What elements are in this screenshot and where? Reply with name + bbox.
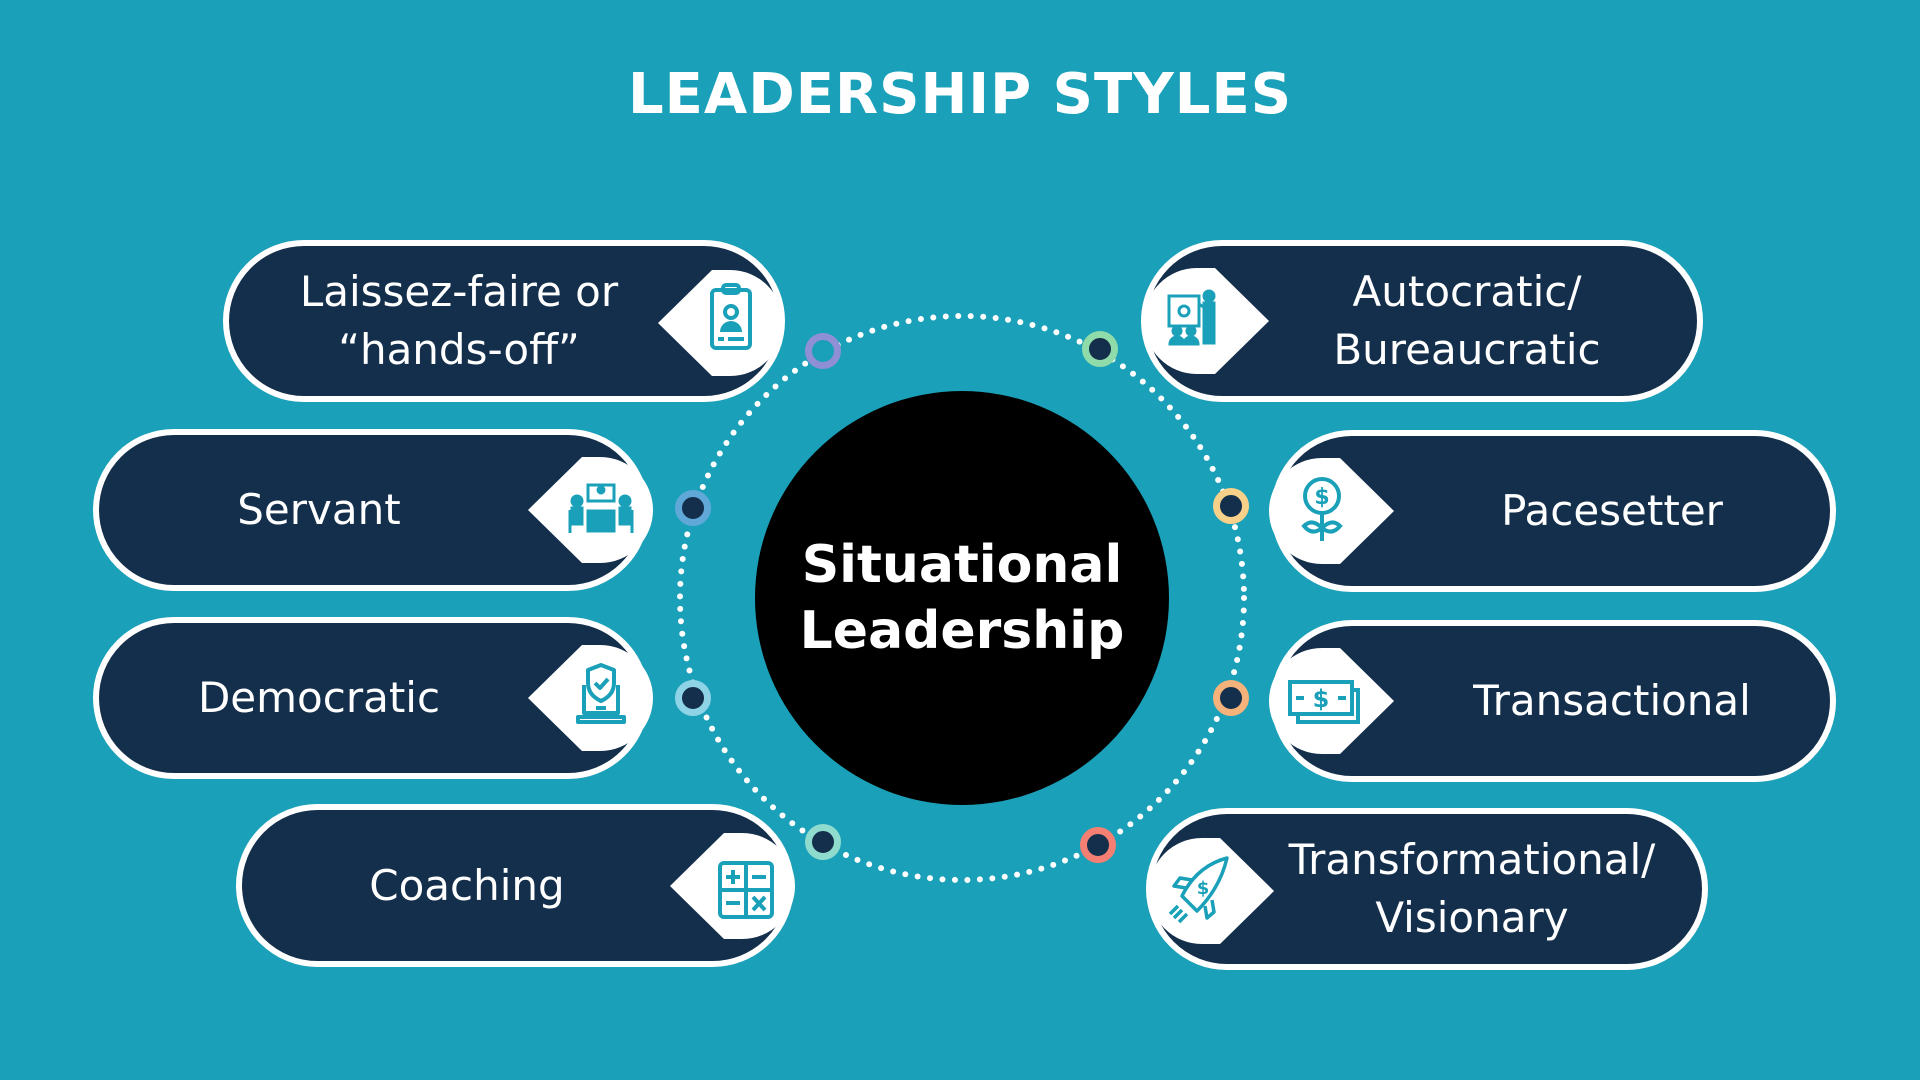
tag-democratic <box>528 645 653 751</box>
svg-text:$: $ <box>1314 485 1329 510</box>
center-title-line1: Situational <box>801 535 1123 595</box>
id-badge-icon <box>710 283 752 350</box>
style-label: Transformational/ Visionary <box>1288 835 1656 942</box>
meeting-table-icon <box>568 483 634 533</box>
center-hub: Situational Leadership <box>755 391 1169 805</box>
node-autocratic <box>1082 331 1118 367</box>
tag-coaching <box>670 833 795 939</box>
tag-autocratic <box>1144 268 1269 374</box>
node-transactional <box>1213 680 1249 716</box>
tag-pacesetter: $ <box>1269 458 1394 564</box>
tag-servant <box>528 457 653 563</box>
style-label: Autocratic/ Bureaucratic <box>1333 267 1601 374</box>
style-label: Laissez-faire or “hands-off” <box>299 267 619 374</box>
node-transformational <box>1080 827 1116 863</box>
calculator-icon <box>718 861 774 919</box>
presenter-icon <box>1167 289 1216 346</box>
node-servant <box>675 490 711 526</box>
laptop-shield-icon <box>576 663 626 724</box>
style-label: Transactional <box>1473 676 1751 725</box>
rocket-dollar-icon: $ <box>1168 856 1229 924</box>
page-title: LEADERSHIP STYLES <box>627 62 1293 127</box>
node-pacesetter <box>1213 488 1249 524</box>
style-label: Pacesetter <box>1501 486 1723 535</box>
node-laissez-faire <box>805 333 841 369</box>
node-coaching <box>805 824 841 860</box>
tag-transactional: $ <box>1269 648 1394 754</box>
cash-bills-icon: $ <box>1288 680 1360 724</box>
svg-text:$: $ <box>1313 685 1330 713</box>
style-label: Servant <box>237 485 401 534</box>
tag-transformational: $ <box>1149 838 1274 944</box>
svg-text:$: $ <box>1197 878 1210 899</box>
node-democratic <box>675 680 711 716</box>
style-label: Democratic <box>197 673 441 722</box>
tag-laissez-faire <box>658 270 783 376</box>
money-plant-icon: $ <box>1301 477 1343 541</box>
style-label: Coaching <box>369 860 565 910</box>
style-card-coaching[interactable]: Coaching <box>236 804 794 967</box>
center-title-line2: Leadership <box>799 601 1125 661</box>
